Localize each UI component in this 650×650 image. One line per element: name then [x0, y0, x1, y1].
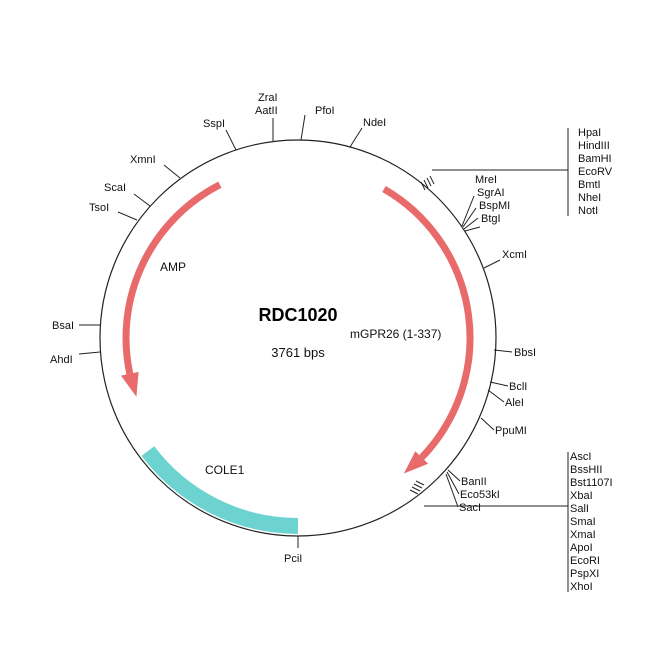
- mcs-top-list: HpaI HindIII BamHI EcoRV BmtI NheI NotI: [578, 127, 613, 217]
- mcs-bottom-site: EcoRI: [570, 555, 600, 567]
- cole1-feature: [141, 446, 299, 534]
- mcs-bottom-marker: [409, 480, 425, 495]
- site-label-tsoi: TsoI: [89, 202, 109, 214]
- site-label-xcmi: XcmI: [502, 249, 527, 261]
- site-label-xmni: XmnI: [130, 154, 156, 166]
- gpr26-arrow: [382, 185, 474, 474]
- mcs-bottom-site: SmaI: [570, 516, 596, 528]
- site-label-ppumi: PpuMI: [495, 425, 527, 437]
- plasmid-size: 3761 bps: [271, 345, 325, 360]
- site-label-sgrai: SgrAI: [477, 187, 505, 199]
- site-ticks: [78, 114, 569, 592]
- site-label-pcii: PciI: [284, 553, 302, 565]
- site-label-sspi: SspI: [203, 118, 225, 130]
- site-label-banii: BanII: [461, 476, 487, 488]
- site-labels: ZraI AatII PfoI NdeI SspI XmnI ScaI TsoI…: [50, 92, 536, 565]
- site-label-bcli: BclI: [509, 381, 527, 393]
- mcs-bottom-site: XhoI: [570, 581, 593, 593]
- mcs-top-marker: [420, 175, 435, 191]
- mcs-bottom-site: BssHII: [570, 464, 602, 476]
- site-label-alei: AleI: [505, 397, 524, 409]
- feature-label-cole1: COLE1: [205, 463, 245, 477]
- plasmid-name: RDC1020: [258, 305, 337, 325]
- mcs-bottom-site: XbaI: [570, 490, 593, 502]
- site-label-mrei: MreI: [475, 174, 497, 186]
- site-label-ahdi: AhdI: [50, 354, 73, 366]
- amp-arrow: [121, 181, 222, 397]
- mcs-top-site: BamHI: [578, 153, 612, 165]
- site-label-bsai: BsaI: [52, 320, 74, 332]
- mcs-bottom-list: AscI BssHII Bst1107I XbaI SalI SmaI XmaI…: [570, 451, 613, 593]
- mcs-top-site: EcoRV: [578, 166, 613, 178]
- mcs-top-site: BmtI: [578, 179, 601, 191]
- site-label-pfoi: PfoI: [315, 105, 335, 117]
- mcs-bottom-site: ApoI: [570, 542, 593, 554]
- mcs-bottom-site: SalI: [570, 503, 589, 515]
- mcs-bottom-site: PspXI: [570, 568, 599, 580]
- mcs-bottom-site: AscI: [570, 451, 591, 463]
- site-label-eco53ki: Eco53kI: [460, 489, 500, 501]
- mcs-top-site: NotI: [578, 205, 598, 217]
- site-label-bspmi: BspMI: [479, 200, 510, 212]
- mcs-top-site: NheI: [578, 192, 601, 204]
- mcs-top-site: HindIII: [578, 140, 610, 152]
- site-label-saci: SacI: [459, 502, 481, 514]
- mcs-top-site: HpaI: [578, 127, 601, 139]
- site-label-ndei: NdeI: [363, 117, 386, 129]
- site-label-zrai: ZraI: [258, 92, 278, 104]
- site-label-aatii: AatII: [255, 105, 278, 117]
- mcs-bottom-site: Bst1107I: [570, 477, 613, 489]
- site-label-scai: ScaI: [104, 182, 126, 194]
- site-label-bbsi: BbsI: [514, 347, 536, 359]
- mcs-bottom-site: XmaI: [570, 529, 596, 541]
- feature-label-amp: AMP: [160, 260, 186, 274]
- feature-label-gpr26: mGPR26 (1-337): [350, 327, 441, 341]
- site-label-btgi: BtgI: [481, 213, 501, 225]
